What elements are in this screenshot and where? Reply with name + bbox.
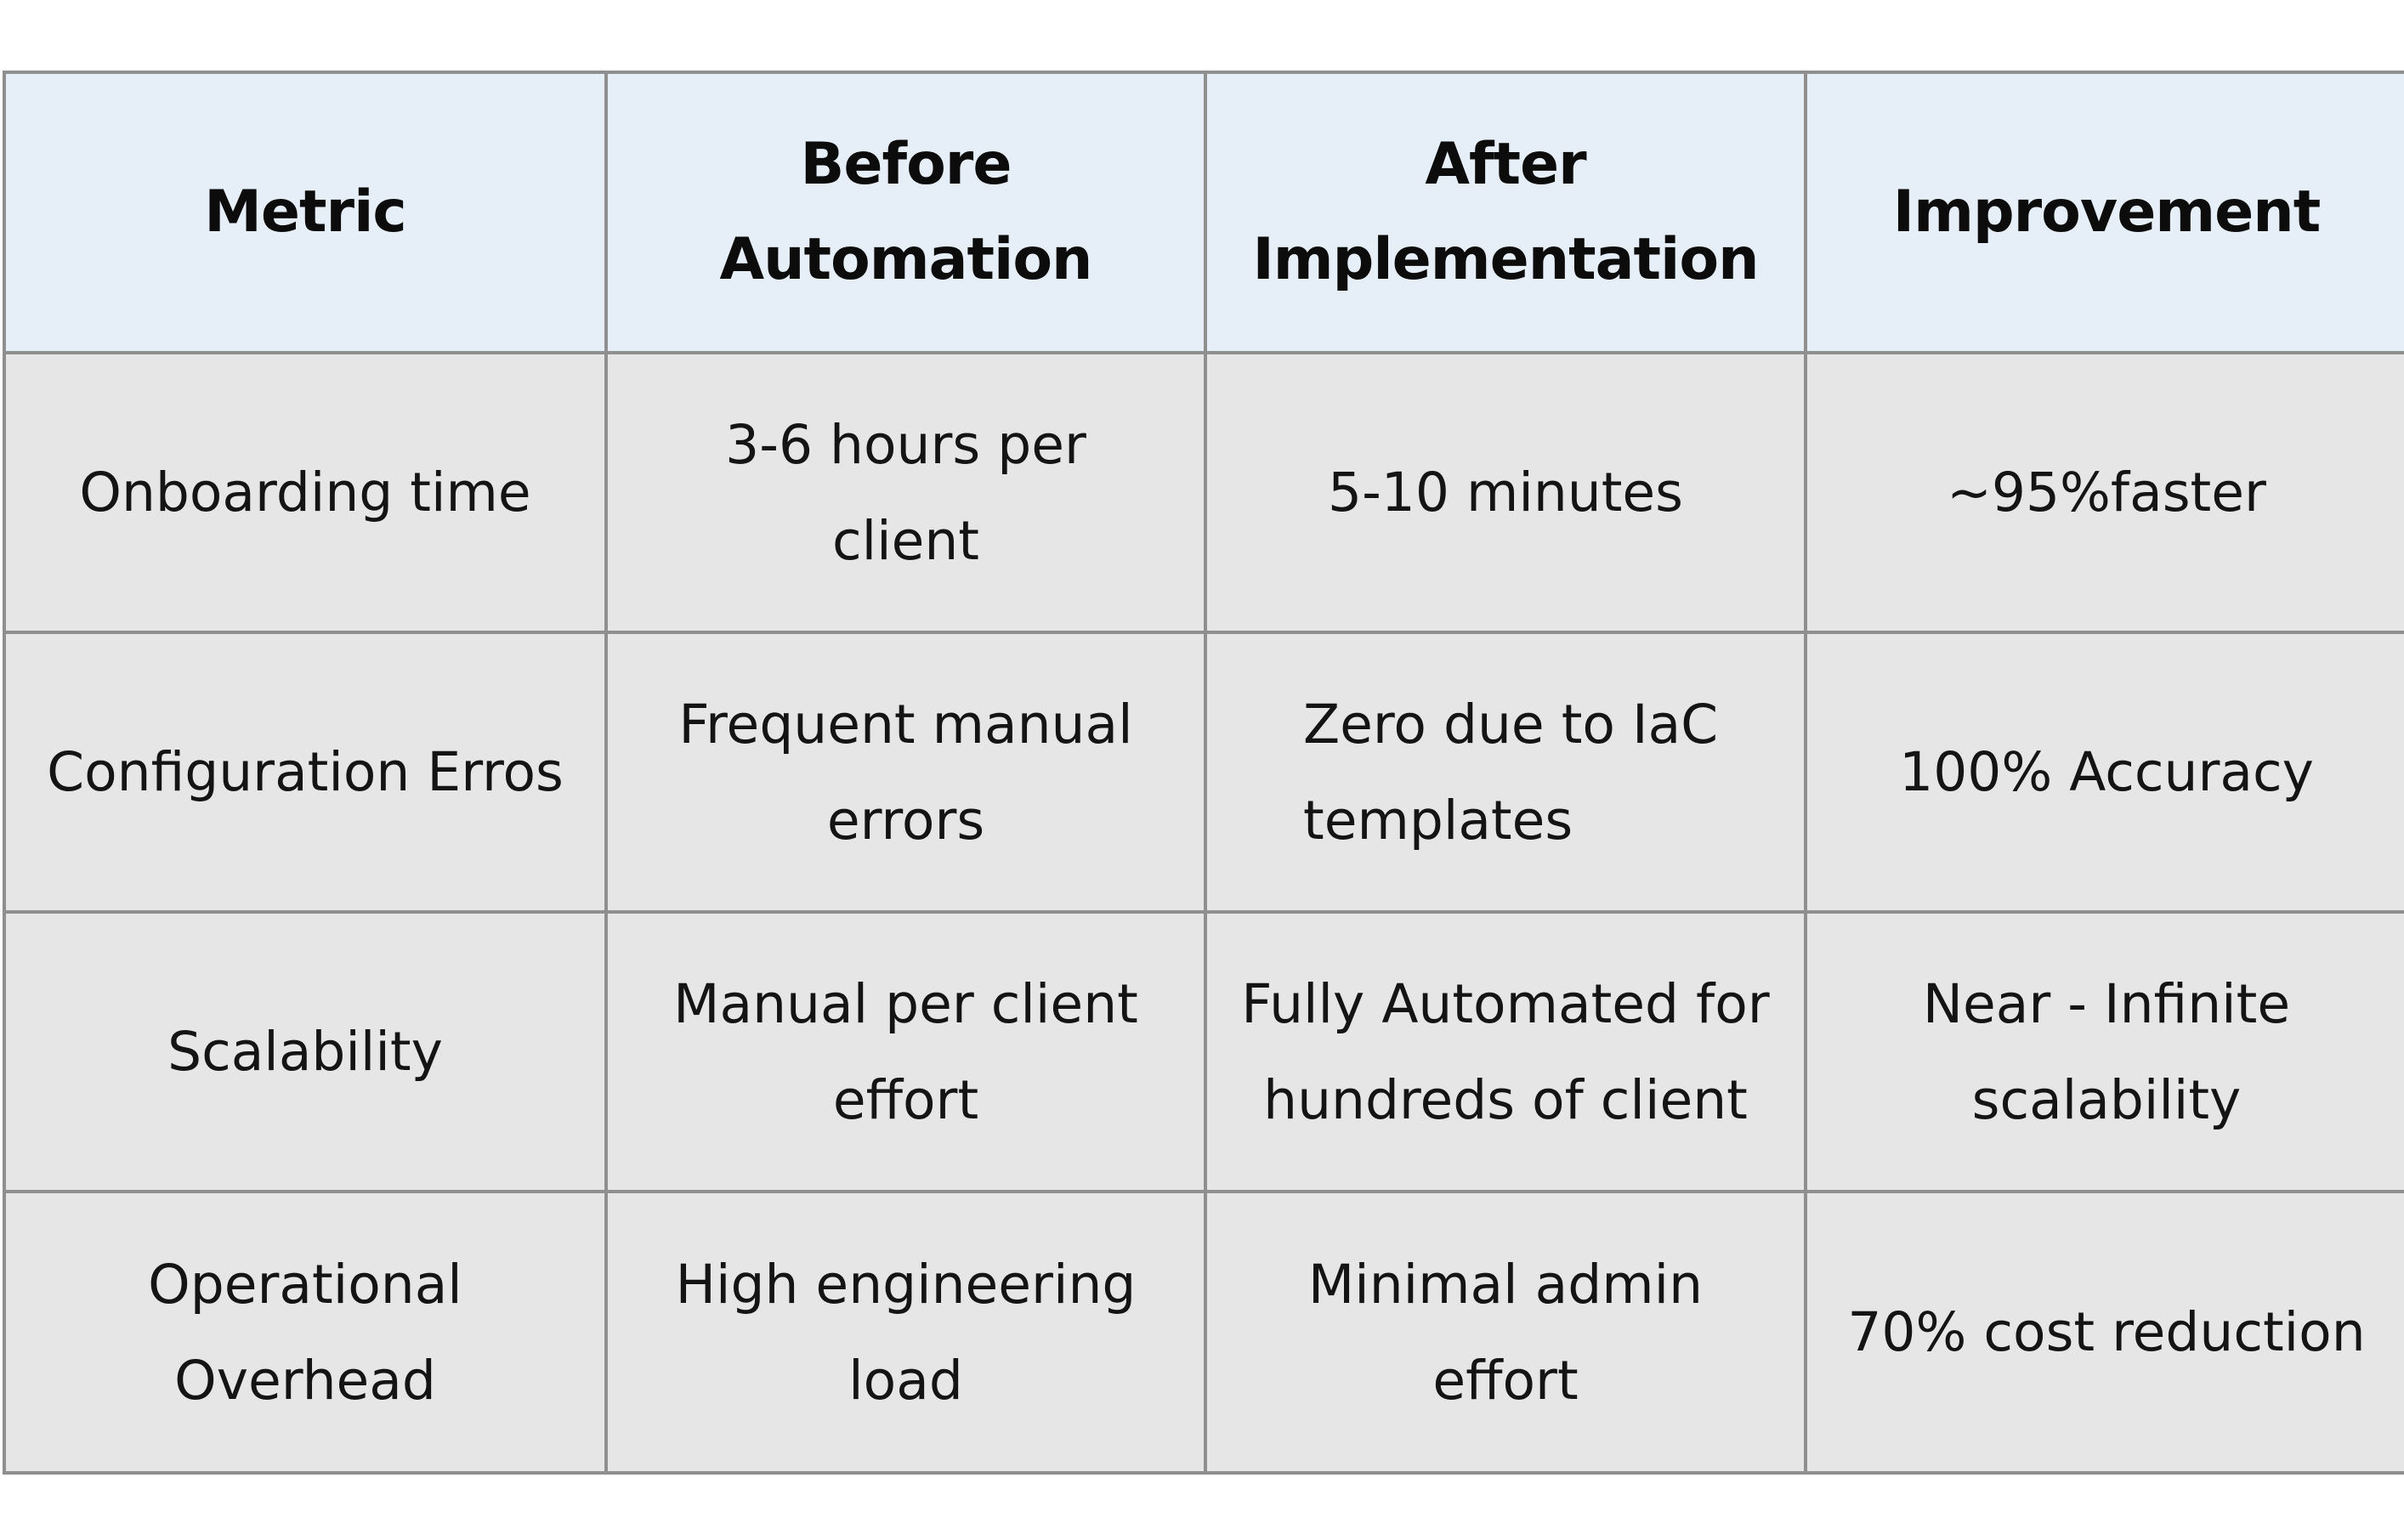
table-cell-improvement: 100% Accuracy — [1804, 631, 2404, 912]
comparison-table: Metric Before Automation After Implement… — [3, 74, 2404, 1471]
header-cell-metric: Metric — [3, 74, 606, 353]
table-cell-before: Manual per client effort — [604, 910, 1205, 1192]
table-cell-after: 5-10 minutes — [1204, 351, 1806, 632]
header-cell-after-implementation: After Implementation — [1204, 74, 1806, 353]
table-cell-after: Zero due to IaC templates — [1204, 631, 1806, 912]
table-cell-metric: Scalability — [3, 910, 606, 1192]
table-cell-after: Fully Automated for hundreds of client — [1204, 910, 1806, 1192]
table-cell-improvement: ~95%faster — [1804, 351, 2404, 632]
table-cell-before: Frequent manual errors — [604, 631, 1205, 912]
table-row: Scalability Manual per client effort Ful… — [3, 910, 2404, 1192]
table-cell-before: 3-6 hours per client — [604, 351, 1205, 632]
table-row: Operational Overhead High engineering lo… — [3, 1190, 2404, 1471]
table-cell-metric: Configuration Erros — [3, 631, 606, 912]
table-row: Configuration Erros Frequent manual erro… — [3, 631, 2404, 912]
header-cell-before-automation: Before Automation — [604, 74, 1205, 353]
table-row: Onboarding time 3-6 hours per client 5-1… — [3, 351, 2404, 632]
table-cell-after: Minimal admin effort — [1204, 1190, 1806, 1471]
table-cell-improvement: Near - Infinite scalability — [1804, 910, 2404, 1192]
table-header-row: Metric Before Automation After Implement… — [3, 74, 2404, 353]
table-cell-metric: Onboarding time — [3, 351, 606, 632]
header-cell-improvement: Improvement — [1804, 74, 2404, 353]
table-cell-improvement: 70% cost reduction — [1804, 1190, 2404, 1471]
comparison-table-container: Metric Before Automation After Implement… — [3, 71, 2404, 1475]
table-cell-metric: Operational Overhead — [3, 1190, 606, 1471]
table-cell-before: High engineering load — [604, 1190, 1205, 1471]
